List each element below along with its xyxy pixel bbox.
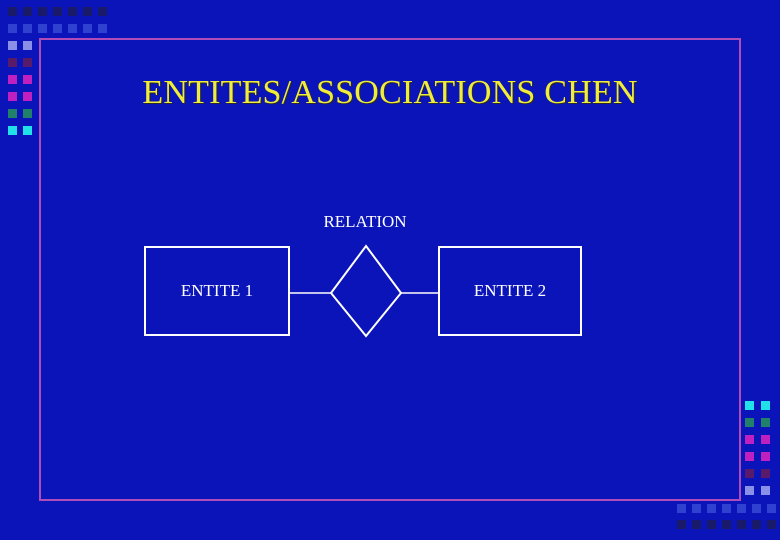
decorative-square bbox=[68, 24, 77, 33]
entity-2-label: ENTITE 2 bbox=[473, 281, 547, 300]
decorative-square bbox=[8, 24, 17, 33]
decorative-square bbox=[767, 520, 776, 529]
decorative-square bbox=[745, 435, 754, 444]
decorative-square bbox=[677, 504, 686, 513]
decorative-square bbox=[752, 520, 761, 529]
decorative-square bbox=[23, 75, 32, 84]
decorative-square bbox=[23, 109, 32, 118]
decorative-square bbox=[83, 24, 92, 33]
decorative-square bbox=[761, 401, 770, 410]
decorative-square bbox=[8, 41, 17, 50]
decorative-square bbox=[23, 92, 32, 101]
decorative-square bbox=[707, 504, 716, 513]
decorative-square bbox=[23, 126, 32, 135]
decorative-square bbox=[761, 435, 770, 444]
decorative-square bbox=[98, 24, 107, 33]
decorative-square bbox=[752, 504, 761, 513]
decorative-square bbox=[23, 58, 32, 67]
relation-diamond bbox=[329, 244, 403, 338]
decorative-square bbox=[53, 24, 62, 33]
decorative-square bbox=[23, 24, 32, 33]
decorative-square bbox=[83, 7, 92, 16]
decorative-square bbox=[8, 109, 17, 118]
decorative-square bbox=[98, 7, 107, 16]
decorative-square bbox=[68, 7, 77, 16]
decorative-square bbox=[745, 401, 754, 410]
decorative-square bbox=[761, 486, 770, 495]
decorative-square bbox=[722, 504, 731, 513]
relation-label: RELATION bbox=[323, 212, 407, 231]
decorative-square bbox=[8, 92, 17, 101]
decorative-square bbox=[8, 126, 17, 135]
decorative-square bbox=[23, 41, 32, 50]
decorative-square bbox=[761, 469, 770, 478]
decorative-square bbox=[761, 418, 770, 427]
decorative-square bbox=[745, 469, 754, 478]
decorative-square bbox=[745, 486, 754, 495]
decorative-square bbox=[38, 24, 47, 33]
decorative-square bbox=[692, 520, 701, 529]
decorative-square bbox=[692, 504, 701, 513]
decorative-square bbox=[745, 452, 754, 461]
slide-frame bbox=[39, 38, 741, 501]
entity-1-label: ENTITE 1 bbox=[180, 281, 254, 300]
decorative-square bbox=[761, 452, 770, 461]
entity-box-2: ENTITE 2 bbox=[438, 246, 582, 336]
decorative-square bbox=[677, 520, 686, 529]
decorative-square bbox=[38, 7, 47, 16]
decorative-square bbox=[53, 7, 62, 16]
decorative-square bbox=[737, 504, 746, 513]
decorative-square bbox=[745, 418, 754, 427]
decorative-square bbox=[23, 7, 32, 16]
decorative-square bbox=[737, 520, 746, 529]
entity-box-1: ENTITE 1 bbox=[144, 246, 290, 336]
slide-title: ENTITES/ASSOCIATIONS CHEN bbox=[142, 74, 638, 111]
decorative-square bbox=[8, 7, 17, 16]
decorative-square bbox=[8, 75, 17, 84]
decorative-square bbox=[8, 58, 17, 67]
decorative-square bbox=[722, 520, 731, 529]
decorative-square bbox=[767, 504, 776, 513]
decorative-square bbox=[707, 520, 716, 529]
